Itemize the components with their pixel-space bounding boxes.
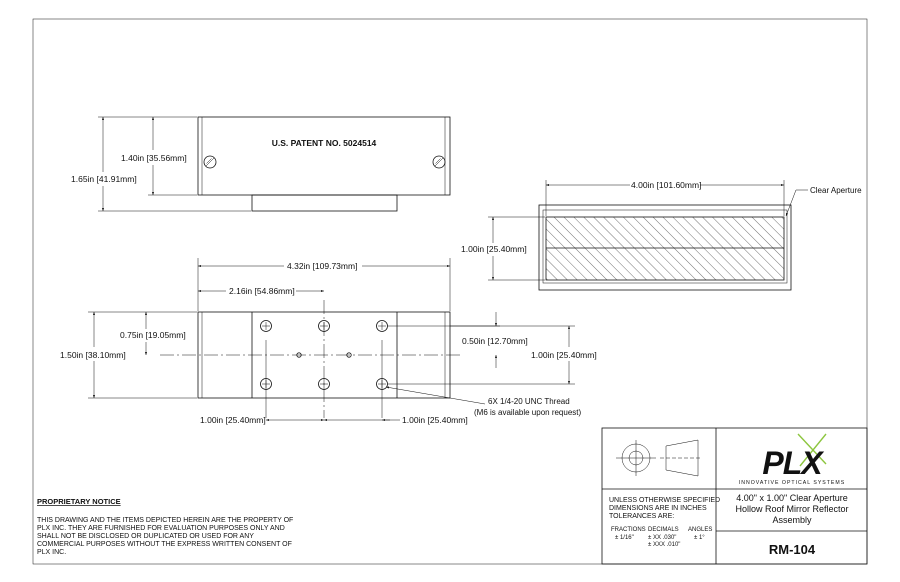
- fractions-value: ± 1/16": [615, 535, 634, 541]
- drawing-title: 4.00" x 1.00" Clear Aperture: [736, 493, 847, 503]
- tolerance-note: UNLESS OTHERWISE SPECIFIED: [609, 497, 720, 504]
- notice-line: PLX INC. THEY ARE FURNISHED FOR EVALUATI…: [37, 525, 285, 532]
- dim-1-00-front: 1.00in [25.40mm]: [461, 244, 527, 254]
- patent-label: U.S. PATENT NO. 5024514: [272, 138, 377, 148]
- sheet-border: [32, 18, 868, 565]
- angles-value: ± 1°: [694, 535, 705, 541]
- screw-icon: [203, 155, 217, 169]
- threaded-hole-icon: [376, 378, 388, 390]
- threaded-hole-icon: [260, 320, 272, 332]
- dim-2-16: 2.16in [54.86mm]: [229, 286, 295, 296]
- part-number: RM-104: [769, 542, 816, 557]
- threaded-hole-icon: [318, 378, 330, 390]
- proprietary-notice: PROPRIETARY NOTICE THIS DRAWING AND THE …: [37, 497, 293, 556]
- thread-note-alt: (M6 is available upon request): [474, 408, 582, 417]
- fractions-label: FRACTIONS: [611, 527, 646, 533]
- notice-line: THIS DRAWING AND THE ITEMS DEPICTED HERE…: [37, 517, 293, 524]
- tolerance-note: DIMENSIONS ARE IN INCHES: [609, 505, 707, 512]
- dim-1-50: 1.50in [38.10mm]: [60, 350, 126, 360]
- threaded-hole-icon: [376, 320, 388, 332]
- notice-line: PLX INC.: [37, 549, 66, 556]
- logo-text: PLX: [762, 445, 824, 481]
- top-view: 4.32in [109.73mm] 2.16in [54.86mm] 1.50i…: [60, 258, 597, 425]
- front-view: 4.00in [101.60mm] 1.00in [25.40mm] Clear…: [461, 180, 862, 291]
- drawing-title: Assembly: [772, 515, 812, 525]
- notice-line: COMMERCIAL PURPOSES WITHOUT THE EXPRESS …: [37, 541, 292, 548]
- decimals-xx: ± XX .030": [648, 535, 676, 541]
- dim-4-00: 4.00in [101.60mm]: [631, 180, 701, 190]
- thread-note: 6X 1/4-20 UNC Thread: [488, 397, 570, 406]
- dim-4-32: 4.32in [109.73mm]: [287, 261, 357, 271]
- decimals-xxx: ± XXX .010": [648, 542, 680, 548]
- tolerance-note: TOLERANCES ARE:: [609, 513, 674, 520]
- decimals-label: DECIMALS: [648, 527, 679, 533]
- clear-aperture-label: Clear Aperture: [810, 186, 862, 195]
- notice-line: SHALL NOT BE DISCLOSED OR DUPLICATED OR …: [37, 533, 254, 540]
- plx-logo: PLX INNOVATIVE OPTICAL SYSTEMS: [739, 433, 845, 486]
- dim-1-00-left: 1.00in [25.40mm]: [200, 415, 266, 425]
- threaded-hole-icon: [318, 320, 330, 332]
- dim-1-65: 1.65in [41.91mm]: [71, 174, 137, 184]
- notice-title: PROPRIETARY NOTICE: [37, 497, 121, 506]
- dim-1-00-right: 1.00in [25.40mm]: [402, 415, 468, 425]
- title-block: PLX INNOVATIVE OPTICAL SYSTEMS UNLESS OT…: [601, 427, 868, 565]
- side-view: U.S. PATENT NO. 5024514 1.40in [35.56mm]…: [71, 116, 451, 212]
- screw-icon: [432, 155, 446, 169]
- drawing-title: Hollow Roof Mirror Reflector: [735, 504, 848, 514]
- third-angle-projection-icon: [616, 439, 702, 477]
- threaded-hole-icon: [260, 378, 272, 390]
- dim-1-40: 1.40in [35.56mm]: [121, 153, 187, 163]
- dim-1-00-rows: 1.00in [25.40mm]: [531, 350, 597, 360]
- dim-0-75: 0.75in [19.05mm]: [120, 330, 186, 340]
- dim-0-50: 0.50in [12.70mm]: [462, 336, 528, 346]
- angles-label: ANGLES: [688, 527, 712, 533]
- logo-tagline: INNOVATIVE OPTICAL SYSTEMS: [739, 480, 845, 486]
